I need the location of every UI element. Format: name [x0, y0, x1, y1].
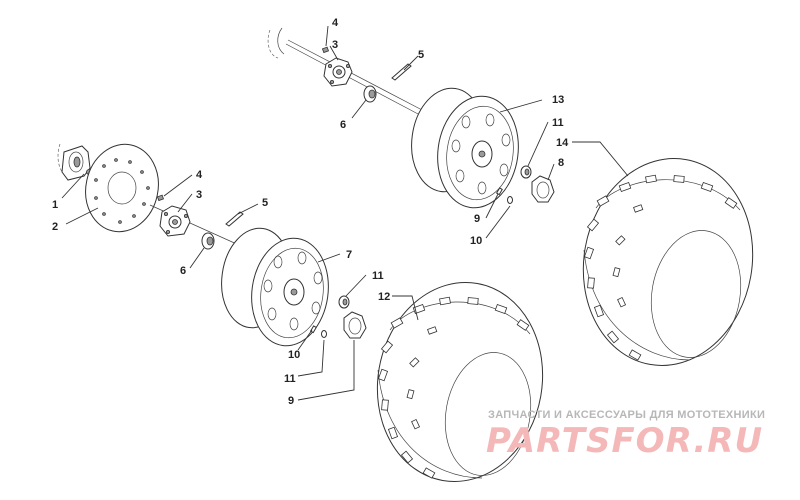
- callout-7: 7: [346, 249, 352, 261]
- callout-13: 13: [552, 94, 564, 106]
- callout-labels: 4 3 5 6 13 11 14 8 9 10 1 2 4 3 5 6 7 11…: [52, 17, 569, 407]
- front-bearing-housing: [57, 143, 92, 181]
- rear-tire: [582, 158, 754, 366]
- front-hub: [159, 205, 191, 237]
- rear-wheel-rim: [411, 87, 519, 209]
- callout-10-rear: 10: [470, 235, 482, 247]
- watermark-tagline: ЗАПЧАСТИ И АКСЕССУАРЫ ДЛЯ МОТОТЕХНИКИ: [488, 409, 765, 421]
- rear-bolt: [321, 46, 330, 54]
- callout-9-rear: 9: [474, 213, 480, 225]
- front-valve-stem: [309, 325, 327, 338]
- watermark-brand: PARTSFOR.RU: [486, 421, 763, 461]
- front-bolt: [156, 194, 165, 202]
- callout-6-front: 6: [180, 265, 186, 277]
- callout-11-front: 11: [372, 270, 384, 282]
- callout-9-front: 10: [288, 349, 300, 361]
- front-wheel-rim: [221, 227, 329, 347]
- callout-14: 14: [556, 137, 569, 149]
- front-hub-cap: [343, 311, 367, 339]
- callout-5-front: 5: [262, 197, 268, 209]
- front-brake-disc: [85, 143, 159, 233]
- callout-10-front: 11: [284, 373, 296, 385]
- callout-2: 2: [52, 221, 58, 233]
- callout-12: 12: [378, 291, 390, 303]
- callout-1: 1: [52, 199, 58, 211]
- front-castle-nut: [201, 232, 215, 250]
- front-lug-nut: [338, 295, 350, 309]
- callout-5-rear: 5: [418, 49, 424, 61]
- callout-4-front: 4: [196, 169, 203, 181]
- leader-lines: [61, 25, 629, 401]
- callout-8-front: 9: [288, 395, 294, 407]
- callout-11-rear: 11: [552, 117, 564, 129]
- front-cotter-pin: [225, 211, 244, 227]
- rear-valve-stem: [495, 187, 513, 204]
- callout-4-rear: 4: [332, 17, 339, 29]
- callout-6-rear: 6: [340, 119, 346, 131]
- rear-hub: [323, 57, 353, 87]
- rear-castle-nut: [363, 85, 377, 103]
- rear-hub-cap: [531, 175, 555, 203]
- callout-3-front: 3: [196, 189, 202, 201]
- watermark: ЗАПЧАСТИ И АКСЕССУАРЫ ДЛЯ МОТОТЕХНИКИ PA…: [486, 409, 765, 461]
- rear-axle-stub: [267, 27, 425, 116]
- callout-3-rear: 3: [332, 39, 338, 51]
- front-tire: [376, 281, 544, 483]
- rear-lug-nut: [520, 165, 532, 179]
- callout-8-rear: 8: [558, 157, 564, 169]
